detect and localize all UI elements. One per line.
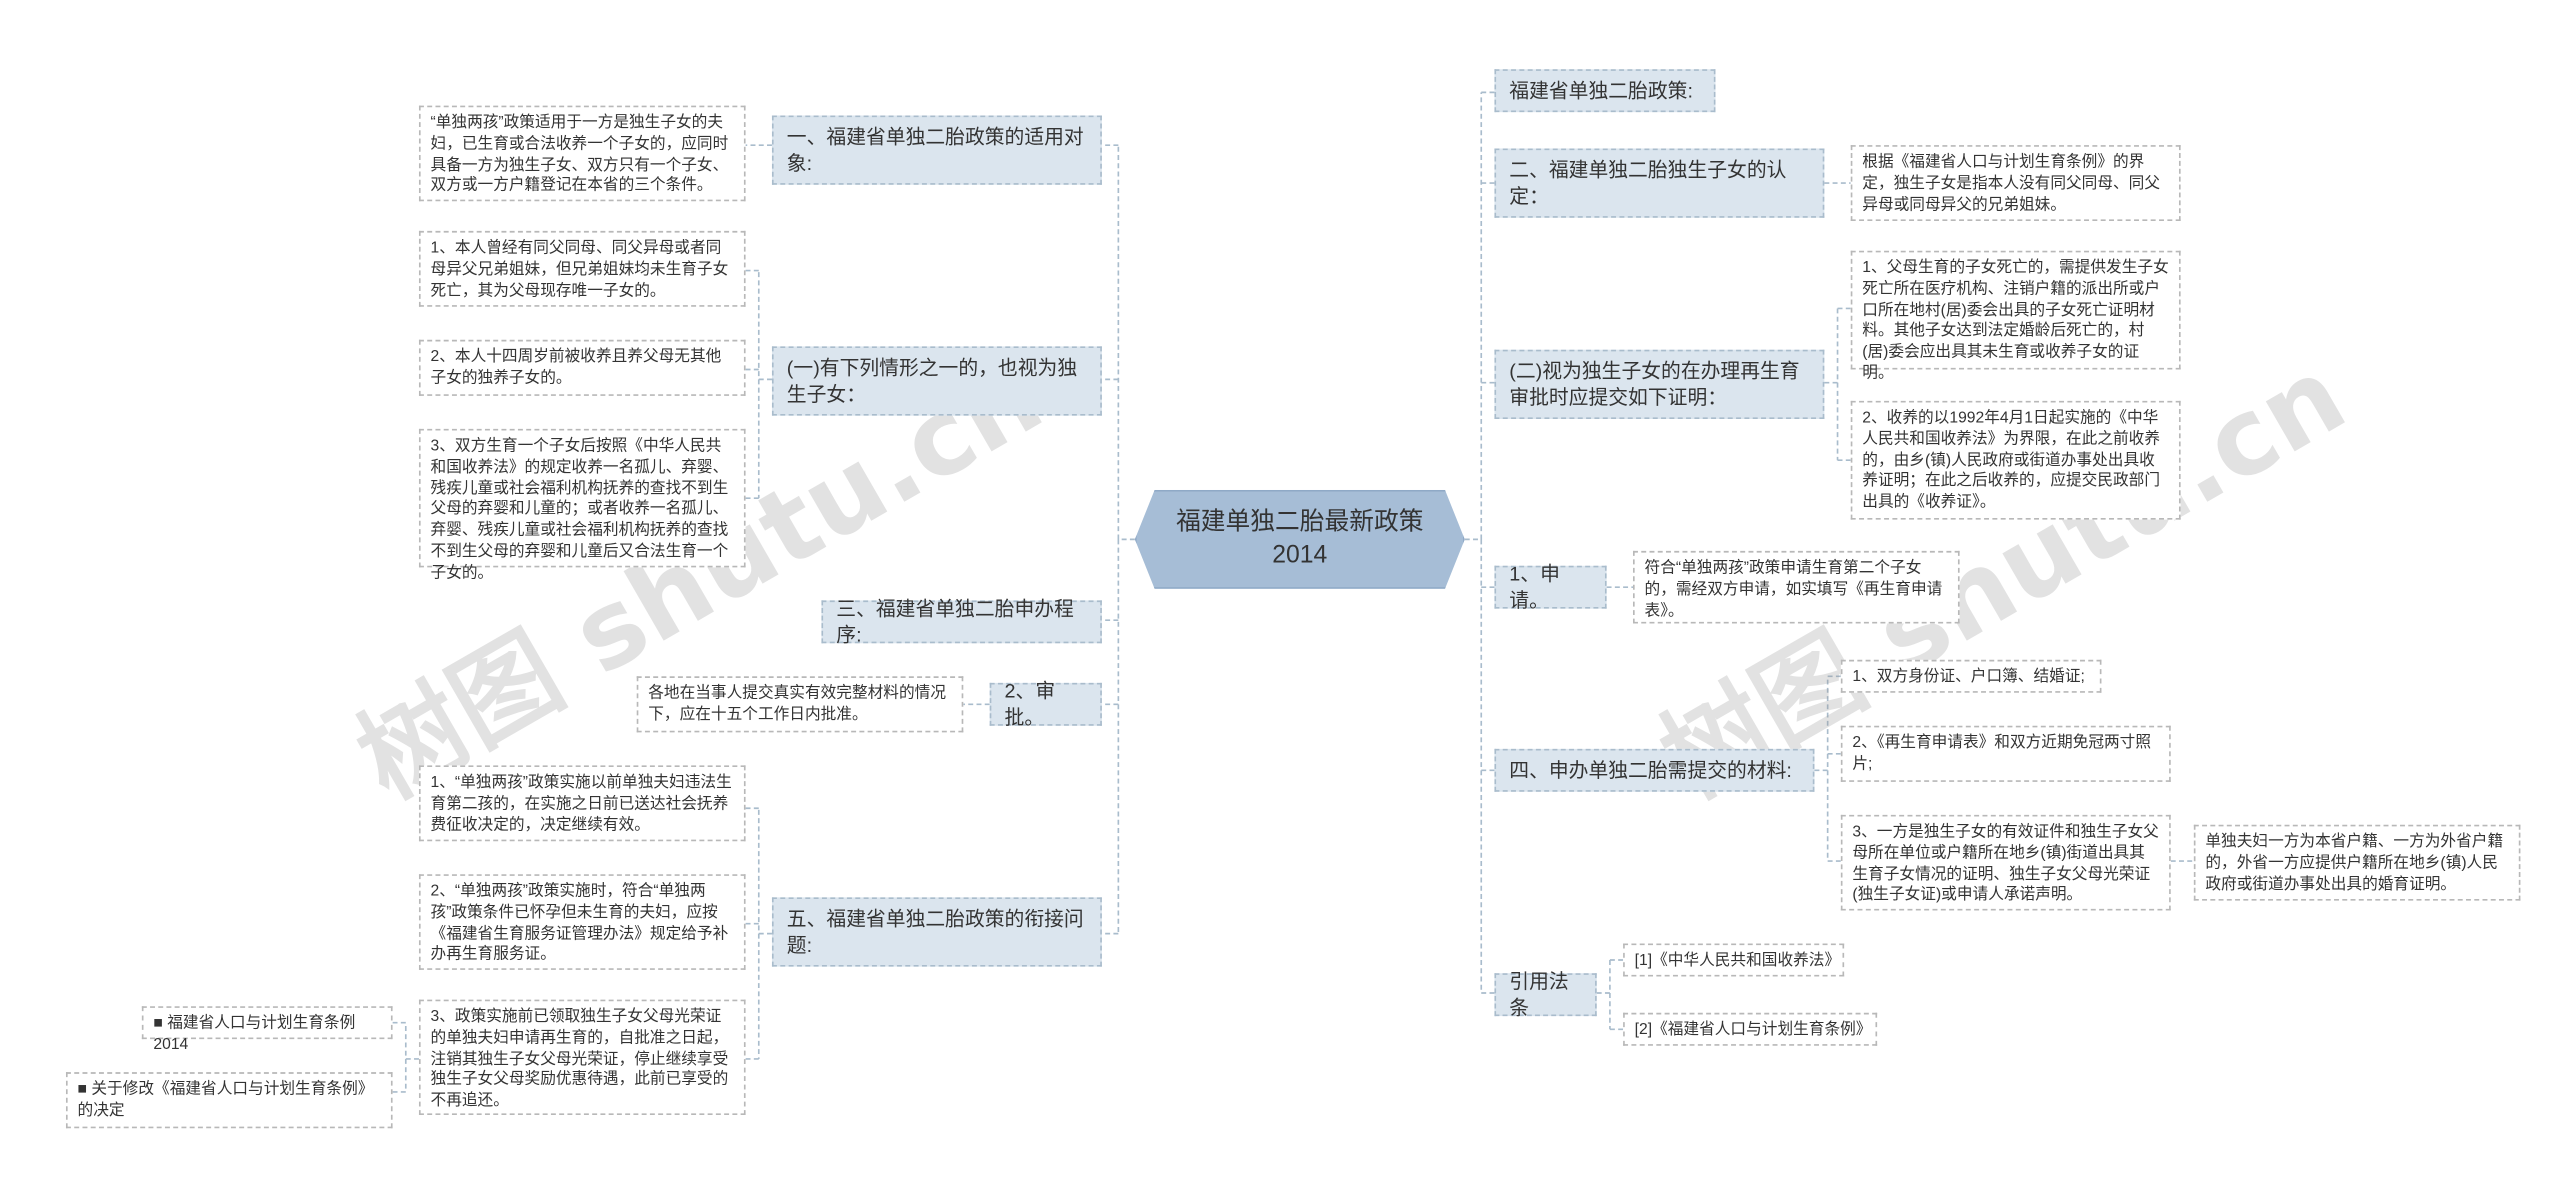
- topic-required-proof[interactable]: (二)视为独生子女的在办理再生育审批时应提交如下证明：: [1494, 349, 1825, 419]
- leaf-deemed-2[interactable]: 2、本人十四周岁前被收养且养父母无其他子女的独养子女的。: [418, 339, 746, 396]
- link-adoption-law[interactable]: [1]《中华人民共和国收养法》: [1623, 943, 1845, 977]
- topic-applicable-objects[interactable]: 一、福建省单独二胎政策的适用对象:: [771, 115, 1102, 185]
- topic-label: 福建省单独二胎政策:: [1509, 79, 1693, 103]
- topic-deemed-only-child[interactable]: (一)有下列情形之一的，也视为独生子女：: [771, 346, 1102, 416]
- leaf-approval[interactable]: 各地在当事人提交真实有效完整材料的情况下，应在十五个工作日内批准。: [636, 676, 964, 733]
- topic-cited-laws[interactable]: 引用法条: [1494, 970, 1597, 1019]
- topic-required-materials[interactable]: 四、申办单独二胎需提交的材料:: [1494, 748, 1815, 792]
- leaf-transition-2[interactable]: 2、“单独两孩”政策实施时，符合“单独两孩”政策条件已怀孕但未生育的夫妇，应按《…: [418, 874, 746, 970]
- leaf-transition-1[interactable]: 1、“单独两孩”政策实施以前单独夫妇违法生育第二孩的，在实施之日前已送达社会抚养…: [418, 765, 746, 842]
- topic-fujian-policy[interactable]: 福建省单独二胎政策:: [1494, 69, 1716, 113]
- leaf-proof-2[interactable]: 2、收养的以1992年4月1日起实施的《中华人民共和国收养法》为界限，在此之前收…: [1850, 400, 2181, 520]
- leaf-deemed-1[interactable]: 1、本人曾经有同父同母、同父异母或者同母异父兄弟姐妹，但兄弟姐妹均未生育子女死亡…: [418, 230, 746, 307]
- leaf-material-3-note[interactable]: 单独夫妇一方为本省户籍、一方为外省户籍的，外省一方应提供户籍所在地乡(镇)人民政…: [2193, 824, 2521, 901]
- leaf-material-3[interactable]: 3、一方是独生子女的有效证件和独生子女父母所在单位或户籍所在地乡(镇)街道出具其…: [1840, 814, 2171, 911]
- topic-label: 1、申请。: [1509, 562, 1560, 612]
- topic-label: (二)视为独生子女的在办理再生育审批时应提交如下证明：: [1509, 359, 1800, 410]
- topic-label: 二、福建单独二胎独生子女的认定：: [1509, 158, 1787, 208]
- topic-approval[interactable]: 2、审批。: [989, 679, 1102, 729]
- leaf-only-child-definition[interactable]: 根据《福建省人口与计划生育条例》的界定，独生子女是指本人没有同父同母、同父异母或…: [1850, 145, 2181, 222]
- topic-policy-transition[interactable]: 五、福建省单独二胎政策的衔接问题:: [771, 897, 1102, 967]
- topic-application-procedure[interactable]: 三、福建省单独二胎申办程序:: [821, 597, 1102, 647]
- link-fujian-regulation-2014[interactable]: ■ 福建省人口与计划生育条例2014: [141, 1006, 393, 1054]
- topic-only-child-definition[interactable]: 二、福建单独二胎独生子女的认定：: [1494, 148, 1825, 218]
- leaf-material-1[interactable]: 1、双方身份证、户口簿、结婚证;: [1840, 659, 2102, 693]
- root-label: 福建单独二胎最新政策2014: [1176, 507, 1424, 570]
- topic-label: (一)有下列情形之一的，也视为独生子女：: [786, 355, 1078, 406]
- topic-label: 五、福建省单独二胎政策的衔接问题:: [786, 906, 1084, 957]
- leaf-material-2[interactable]: 2、《再生育申请表》和双方近期免冠两寸照片;: [1840, 725, 2171, 782]
- leaf-proof-1[interactable]: 1、父母生育的子女死亡的，需提供发生子女死亡所在医疗机构、注销户籍的派出所或户口…: [1850, 250, 2181, 383]
- topic-label: 2、审批。: [1004, 679, 1056, 730]
- root-node[interactable]: 福建单独二胎最新政策2014: [1135, 490, 1465, 589]
- topic-label: 一、福建省单独二胎政策的适用对象:: [786, 125, 1084, 175]
- leaf-transition-3[interactable]: 3、政策实施前已领取独生子女父母光荣证的单独夫妇申请再生育的，自批准之日起，注销…: [418, 999, 746, 1116]
- topic-label: 四、申办单独二胎需提交的材料:: [1509, 758, 1792, 782]
- topic-application[interactable]: 1、申请。: [1494, 562, 1607, 612]
- topic-label: 引用法条: [1509, 969, 1569, 1020]
- topic-label: 三、福建省单独二胎申办程序:: [836, 596, 1074, 647]
- link-amendment-decision[interactable]: ■ 关于修改《福建省人口与计划生育条例》的决定: [65, 1072, 393, 1129]
- leaf-application[interactable]: 符合“单独两孩”政策申请生育第二个子女的，需经双方申请，如实填写《再生育申请表》…: [1633, 550, 1960, 624]
- leaf-deemed-3[interactable]: 3、双方生育一个子女后按照《中华人民共和国收养法》的规定收养一名孤儿、弃婴、残疾…: [418, 428, 746, 582]
- leaf-applicable-objects[interactable]: “单独两孩”政策适用于一方是独生子女的夫妇，已生育或合法收养一个子女的，应同时具…: [418, 105, 746, 202]
- link-fujian-population-regulation[interactable]: [2]《福建省人口与计划生育条例》: [1623, 1012, 1878, 1046]
